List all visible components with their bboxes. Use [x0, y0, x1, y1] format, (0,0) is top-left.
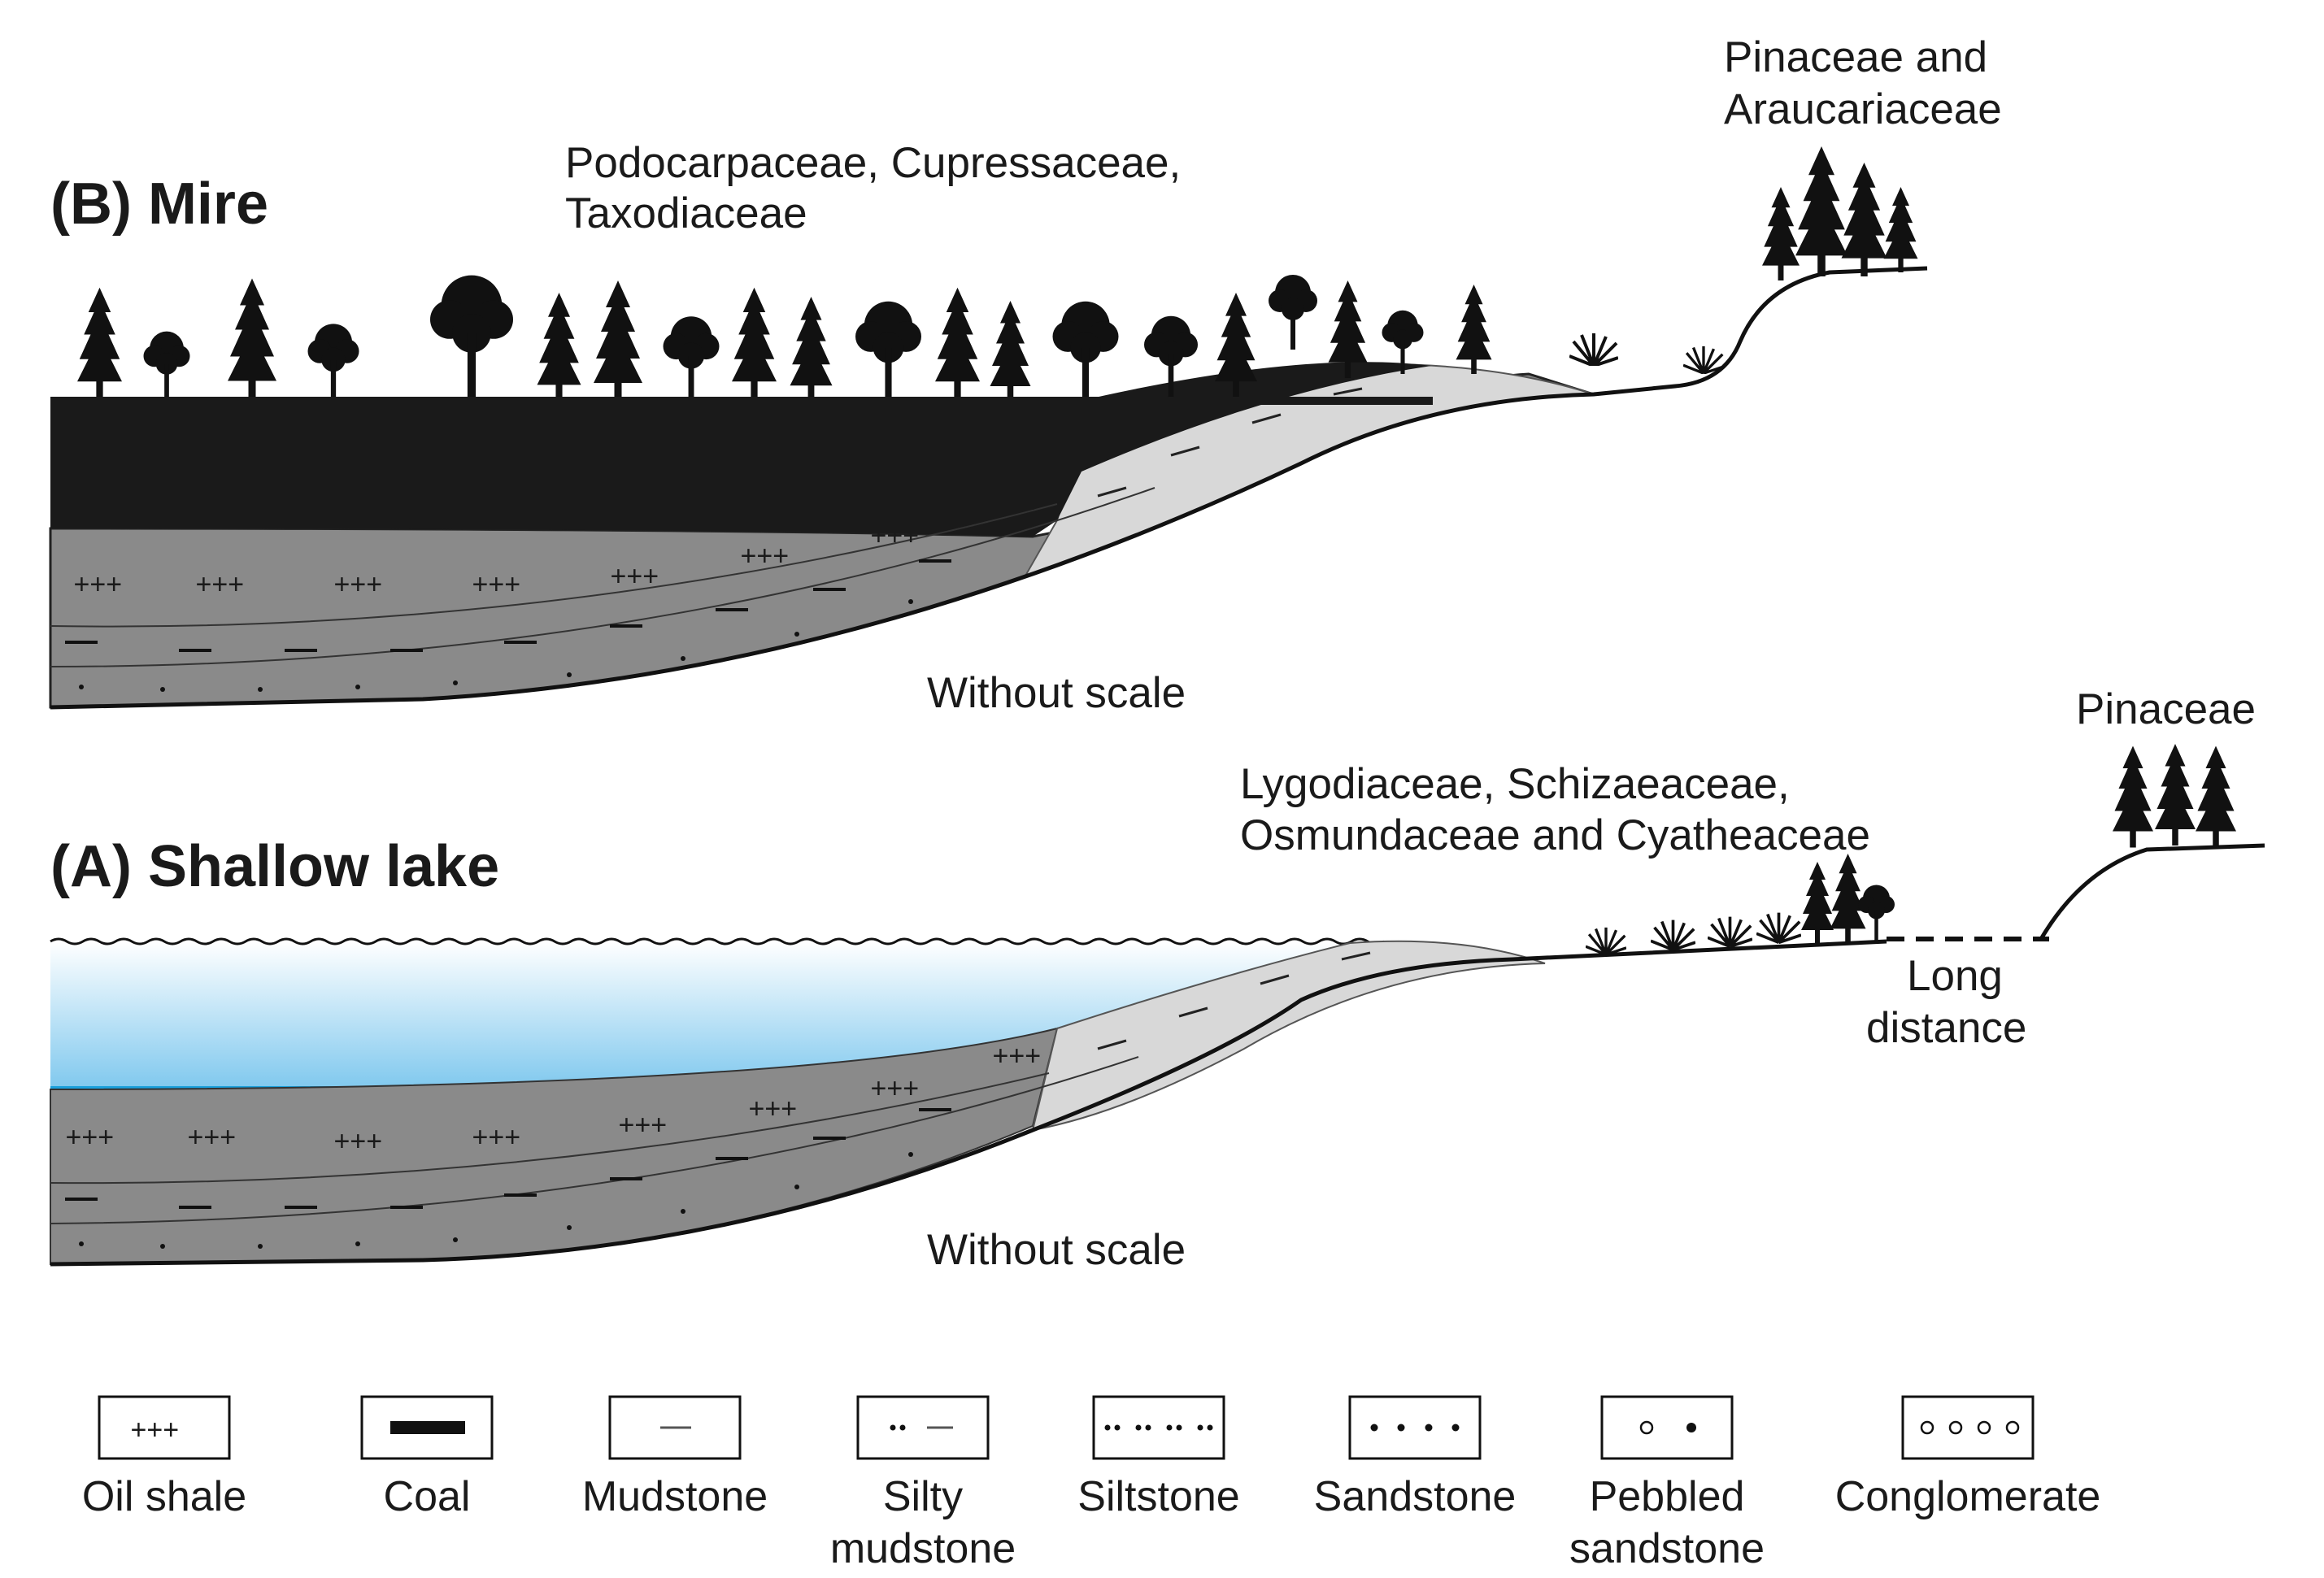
panel-b-title: (B) Mire — [50, 172, 268, 237]
legend-siltstone-dots — [1104, 1424, 1213, 1431]
mire-siltstone-dots — [79, 599, 913, 692]
lake-upland-forest — [2113, 744, 2236, 848]
panel-b-scale-note: Without scale — [927, 669, 1186, 717]
legend-conglomerate: Conglomerate — [1835, 1395, 2101, 1520]
mire-bedding-line — [50, 487, 1155, 667]
mire-oil-shale-marks: +++ +++ +++ +++ +++ +++ +++ +++ — [73, 488, 1041, 600]
legend-silty-mudstone-label-line1: Silty — [883, 1473, 963, 1520]
mire-ground-line — [50, 397, 1433, 405]
lowland-trees-label-line2: Taxodiaceae — [565, 189, 807, 237]
legend-silty-mudstone: Silty mudstone — [830, 1395, 1016, 1572]
svg-text:+++: +++ — [870, 520, 919, 551]
mire-base-line — [50, 266, 1928, 710]
lake-wedge-marks — [1097, 951, 1371, 1050]
mire-mudstone-dashes — [65, 559, 951, 652]
legend-sandstone-label: Sandstone — [1314, 1473, 1517, 1520]
svg-text:+++: +++ — [195, 569, 244, 600]
legend-oil-shale-symbol: +++ — [130, 1415, 179, 1445]
panel-a-scale-note: Without scale — [927, 1226, 1186, 1274]
long-distance-label-line2: distance — [1866, 1004, 2026, 1052]
legend-conglomerate-pebbles — [1920, 1420, 2020, 1435]
lake-water-surface — [50, 937, 1385, 945]
mire-upland-forest — [1762, 146, 1918, 280]
legend-siltstone: Siltstone — [1077, 1395, 1240, 1520]
svg-text:+++: +++ — [333, 1126, 382, 1157]
svg-text:+++: +++ — [65, 1122, 114, 1153]
legend-coal: Coal — [360, 1395, 494, 1520]
svg-text:+++: +++ — [748, 1093, 797, 1124]
legend-pebbled-sandstone-label-line2: sandstone — [1569, 1525, 1765, 1572]
lake-base-line — [50, 939, 1887, 1267]
lake-oil-shale-marks: +++ +++ +++ +++ +++ +++ +++ +++ — [65, 1041, 1041, 1157]
legend-silty-mudstone-dot — [899, 1424, 906, 1431]
lake-siltstone-dots — [79, 1152, 913, 1249]
legend-silty-mudstone-label-line2: mudstone — [830, 1525, 1016, 1572]
legend-sandstone: Sandstone — [1314, 1395, 1517, 1520]
mire-bedding-line — [50, 503, 1058, 628]
svg-text:+++: +++ — [740, 541, 789, 572]
svg-text:+++: +++ — [870, 1073, 919, 1104]
svg-text:+++: +++ — [472, 1122, 520, 1153]
legend-silty-mudstone-swatch — [856, 1395, 990, 1460]
lake-sand-wedge — [1031, 940, 1546, 1132]
legend-mudstone-label: Mudstone — [582, 1473, 768, 1520]
panel-b-mire: +++ +++ +++ +++ +++ +++ +++ +++ — [49, 33, 2002, 717]
legend-coal-symbol — [390, 1421, 465, 1434]
svg-text:+++: +++ — [992, 1041, 1041, 1072]
legend-oil-shale-swatch — [98, 1395, 231, 1460]
legend-pebbled-sandstone-grain — [1686, 1423, 1696, 1432]
legend-sandstone-dots — [1370, 1424, 1460, 1432]
mire-wedge-marks — [1097, 387, 1363, 498]
legend-pebbled-sandstone-swatch — [1600, 1395, 1734, 1460]
legend-pebbled-sandstone-label-line1: Pebbled — [1590, 1473, 1745, 1520]
legend-oil-shale: +++ Oil shale — [82, 1395, 246, 1520]
distant-upland-slope — [2039, 843, 2265, 941]
ferns-label-line2: Osmundaceae and Cyatheaceae — [1240, 811, 1870, 859]
legend-siltstone-label: Siltstone — [1077, 1473, 1239, 1520]
upland-trees-label-line2: Araucariaceae — [1724, 85, 2002, 133]
svg-text:+++: +++ — [187, 1122, 236, 1153]
legend-pebbled-sandstone: Pebbled sandstone — [1569, 1395, 1765, 1572]
legend-silty-mudstone-dot — [890, 1424, 896, 1431]
lake-mudstone-dashes — [65, 1108, 951, 1209]
legend-pebbled-sandstone-pebble — [1639, 1420, 1654, 1435]
svg-text:+++: +++ — [610, 561, 659, 592]
lake-bedding-line — [50, 1072, 1050, 1185]
ferns-label-line1: Lygodiaceae, Schizaeaceae, — [1240, 760, 1790, 808]
upland-trees-label-line1: Pinaceae and — [1724, 33, 1987, 81]
legend-oil-shale-label: Oil shale — [82, 1473, 246, 1520]
upland-pinaceae-label: Pinaceae — [2076, 685, 2256, 733]
legend-sandstone-swatch — [1348, 1395, 1482, 1460]
legend-mudstone: Mudstone — [582, 1395, 768, 1520]
legend-siltstone-swatch — [1092, 1395, 1225, 1460]
lowland-trees-label-line1: Podocarpaceae, Cupressaceae, — [565, 139, 1181, 187]
svg-text:+++: +++ — [73, 569, 122, 600]
legend-conglomerate-label: Conglomerate — [1835, 1473, 2101, 1520]
svg-text:+++: +++ — [472, 569, 520, 600]
legend-coal-label: Coal — [384, 1473, 471, 1520]
long-distance-label-line1: Long — [1907, 952, 2003, 1000]
lake-fern-vegetation — [1586, 854, 1895, 955]
panel-a-title: (A) Shallow lake — [50, 834, 499, 899]
svg-text:+++: +++ — [333, 569, 382, 600]
svg-text:+++: +++ — [992, 488, 1041, 519]
svg-text:+++: +++ — [618, 1110, 667, 1141]
panel-a-shallow-lake: +++ +++ +++ +++ +++ +++ +++ +++ — [50, 685, 2265, 1274]
lithology-legend: +++ Oil shale Coal Mudstone Silty mudsto… — [82, 1395, 2101, 1572]
mire-coal-layer — [50, 362, 1431, 537]
